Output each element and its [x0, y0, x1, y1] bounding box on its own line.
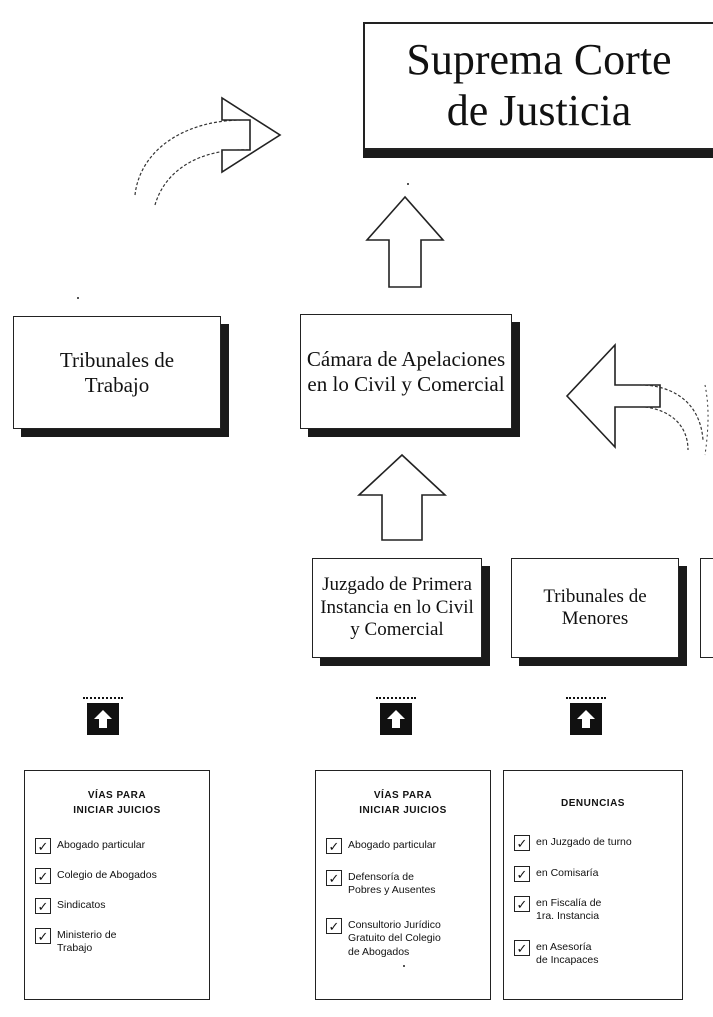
denuncias-panel: Denuncias ✓ en Juzgado de turno ✓ en Com…: [503, 770, 683, 1000]
speck: [403, 965, 405, 967]
list-item: ✓ en Comisaría: [514, 866, 599, 882]
camara-apelaciones-label: Cámara de Apelaciones en lo Civil y Come…: [306, 346, 506, 396]
supreme-court-box: Suprema Corte de Justicia: [363, 22, 713, 150]
camara-apelaciones-box: Cámara de Apelaciones en lo Civil y Come…: [300, 314, 512, 429]
vias-iniciar-juicios-panel-left: Vías para iniciar juicios ✓ Abogado part…: [24, 770, 210, 1000]
speck: [407, 183, 409, 185]
tribunales-trabajo-box: Tribunales de Trabajo: [13, 316, 221, 429]
tribunales-menores-label: Tribunales de Menores: [543, 585, 647, 629]
up-arrow-badge-icon: [376, 697, 416, 735]
up-arrow-badge-icon: [566, 697, 606, 735]
list-item: ✓ Sindicatos: [35, 898, 106, 914]
check-icon: ✓: [514, 866, 530, 882]
supreme-court-label: Suprema Corte de Justicia: [406, 35, 672, 135]
juzgado-primera-instancia-box: Juzgado de Primera Instancia en lo Civil…: [312, 558, 482, 658]
list-item: ✓ en Juzgado de turno: [514, 835, 632, 851]
list-item-label: Abogado particular: [348, 839, 437, 851]
check-icon: ✓: [514, 940, 530, 956]
juzgado-primera-instancia-label: Juzgado de Primera Instancia en lo Civil…: [320, 574, 474, 641]
list-item-label: en Asesoría de Incapaces: [536, 941, 599, 967]
check-icon: ✓: [326, 838, 342, 854]
list-item: ✓ Defensoría de Pobres y Ausentes: [326, 870, 436, 898]
list-item: ✓ en Fiscalía de 1ra. Instancia: [514, 896, 602, 924]
list-item: ✓ Consultorio Jurídico Gratuito del Cole…: [326, 918, 441, 959]
cropped-box-edge: [700, 558, 713, 658]
check-icon: ✓: [326, 918, 342, 934]
list-item-label: en Comisaría: [536, 867, 599, 879]
up-arrow-badge-icon: [83, 697, 123, 735]
tribunales-trabajo-label: Tribunales de Trabajo: [59, 347, 175, 397]
list-item-label: Ministerio de Trabajo: [57, 929, 117, 955]
speck: [77, 297, 79, 299]
vias-iniciar-juicios-panel-middle: Vías para iniciar juicios ✓ Abogado part…: [315, 770, 491, 1000]
list-item-label: Sindicatos: [57, 899, 106, 911]
tribunales-menores-box: Tribunales de Menores: [511, 558, 679, 658]
check-icon: ✓: [35, 838, 51, 854]
check-icon: ✓: [35, 898, 51, 914]
list-item-label: Colegio de Abogados: [57, 869, 157, 881]
check-icon: ✓: [326, 870, 342, 886]
list-item: ✓ en Asesoría de Incapaces: [514, 940, 599, 968]
list-item-label: Abogado particular: [57, 839, 146, 851]
list-item: ✓ Abogado particular: [35, 838, 146, 854]
list-item: ✓ Abogado particular: [326, 838, 437, 854]
list-item-label: en Juzgado de turno: [536, 836, 632, 848]
panel-title: Vías para iniciar juicios: [359, 790, 447, 816]
check-icon: ✓: [35, 928, 51, 944]
panel-title: Vías para iniciar juicios: [73, 790, 161, 816]
list-item: ✓ Colegio de Abogados: [35, 868, 157, 884]
check-icon: ✓: [514, 896, 530, 912]
list-item-label: en Fiscalía de 1ra. Instancia: [536, 897, 602, 923]
list-item-label: Defensoría de Pobres y Ausentes: [348, 871, 436, 897]
list-item: ✓ Ministerio de Trabajo: [35, 928, 117, 956]
check-icon: ✓: [514, 835, 530, 851]
list-item-label: Consultorio Jurídico Gratuito del Colegi…: [348, 919, 441, 958]
check-icon: ✓: [35, 868, 51, 884]
panel-title: Denuncias: [561, 798, 625, 809]
